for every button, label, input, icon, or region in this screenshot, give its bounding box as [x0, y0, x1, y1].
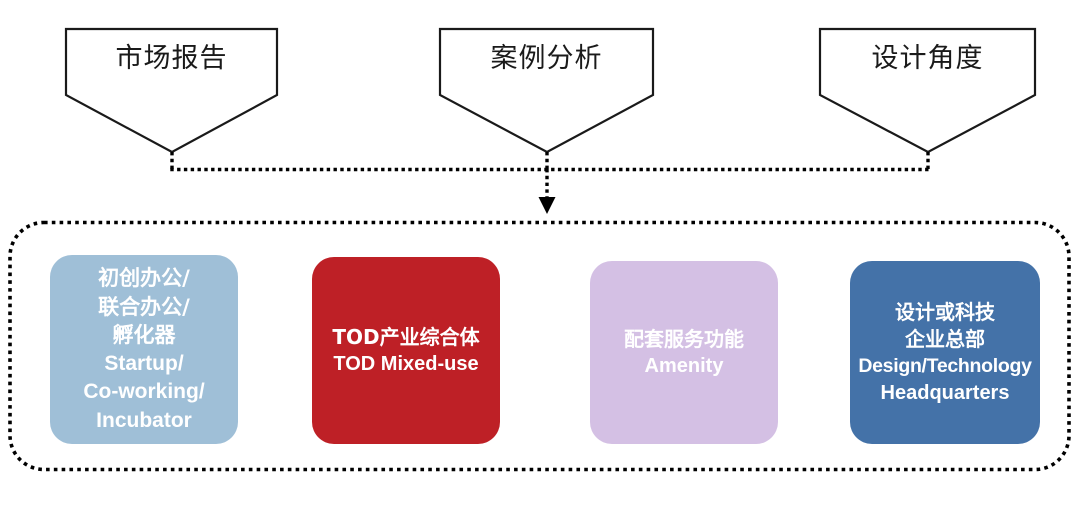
card-startup-line-5: Co-working/ — [83, 380, 205, 403]
card-hq-line-2: 企业总部 — [905, 326, 985, 351]
chevron-shape-design-perspective[interactable] — [818, 27, 1037, 154]
connector-arrowhead-icon — [538, 197, 556, 214]
chevron-label-case-analysis: 案例分析 — [490, 43, 603, 74]
card-headquarters[interactable]: 设计或科技 企业总部 Design/Technology Headquarter… — [850, 261, 1040, 444]
card-startup-line-6: Incubator — [96, 408, 192, 432]
card-amenity-line-2: Amenity — [644, 354, 724, 377]
card-tod-mixed-use[interactable]: TOD产业综合体 TOD Mixed-use — [312, 257, 500, 444]
card-hq-line-4: Headquarters — [880, 381, 1010, 404]
card-hq-line-3: Design/Technology — [858, 354, 1032, 377]
card-startup-line-3: 孵化器 — [112, 323, 176, 347]
card-tod-line-2: TOD Mixed-use — [333, 352, 479, 375]
card-startup-line-4: Startup/ — [104, 351, 184, 375]
card-startup[interactable]: 初创办公/ 联合办公/ 孵化器 Startup/ Co-working/ Inc… — [50, 255, 238, 444]
card-amenity-text: 配套服务功能 Amenity — [590, 326, 778, 380]
chevron-shape-market-report[interactable] — [64, 27, 279, 154]
card-hq-line-1: 设计或科技 — [895, 299, 995, 324]
card-amenity[interactable]: 配套服务功能 Amenity — [590, 261, 778, 444]
card-amenity-line-1: 配套服务功能 — [624, 326, 744, 351]
card-startup-line-1: 初创办公/ — [98, 266, 190, 290]
card-headquarters-text: 设计或科技 企业总部 Design/Technology Headquarter… — [850, 299, 1040, 407]
card-tod-mixed-use-text: TOD产业综合体 TOD Mixed-use — [312, 324, 500, 378]
chevron-shape-case-analysis[interactable] — [438, 27, 655, 154]
card-startup-line-2: 联合办公/ — [98, 294, 190, 319]
card-startup-text: 初创办公/ 联合办公/ 孵化器 Startup/ Co-working/ Inc… — [50, 264, 238, 435]
container-dotted-frame — [8, 220, 1071, 472]
chevron-label-design-perspective: 设计角度 — [871, 43, 984, 74]
chevron-label-market-report: 市场报告 — [115, 43, 228, 74]
card-tod-line-1: TOD产业综合体 — [332, 324, 480, 349]
